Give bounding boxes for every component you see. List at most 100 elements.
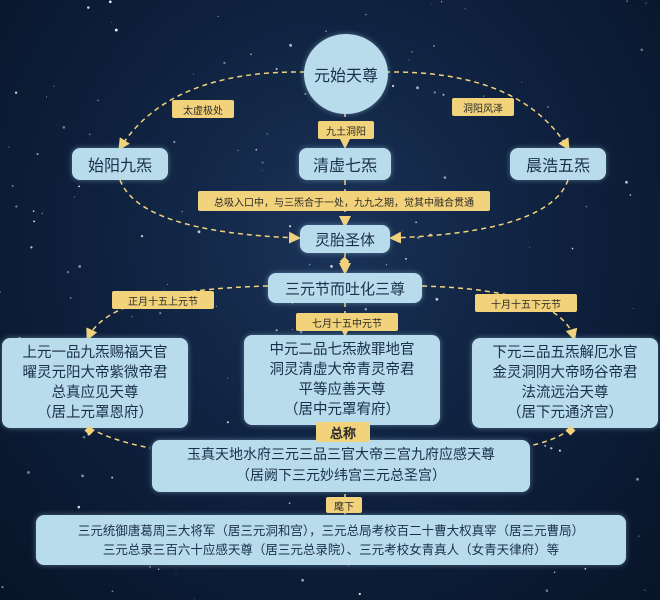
upper-official-line-2: 曜灵元阳大帝紫微帝君 <box>22 365 168 381</box>
label-upper-festival: 正月十五上元节 <box>112 291 214 309</box>
star-dot <box>197 230 201 234</box>
star-dot <box>433 91 436 94</box>
star-dot <box>69 297 72 299</box>
label-lower-festival: 十月十五下元节 <box>475 294 577 312</box>
middle-official-line-1: 中元二品七炁赦罪地官 <box>269 342 415 358</box>
star-dot <box>545 589 549 592</box>
star-dot <box>110 21 112 23</box>
star-dot <box>632 308 634 310</box>
node-lingtai-shengti: 灵胎圣体 <box>300 225 390 253</box>
star-dot <box>626 0 628 2</box>
star-dot <box>181 210 183 213</box>
star-dot <box>275 329 278 332</box>
star-dot <box>483 95 485 97</box>
node-collective-title: 玉真天地水府三元三品三官大帝三宫九府应感天尊 （居阙下三元妙纬宫三元总圣宫） <box>152 440 530 492</box>
star-dot <box>386 264 388 266</box>
star-dot <box>33 220 36 223</box>
star-dot <box>15 205 18 208</box>
star-dot <box>82 435 86 439</box>
star-dot <box>638 535 640 537</box>
label-dongyang-fengze: 洞阳风泽 <box>452 98 514 116</box>
node-lower-official: 下元三品五炁解厄水官 金灵洞阴大帝旸谷帝君 法流远治天尊 （居下元通济宫） <box>472 338 658 428</box>
star-dot <box>66 270 70 274</box>
label-taixu-jichu: 太虚极处 <box>172 100 234 118</box>
label-merge: 总吸入口中，与三炁合于一处，九九之期，觉其中融合贯通 <box>198 191 490 211</box>
star-dot <box>158 568 160 570</box>
star-dot <box>149 566 151 568</box>
star-dot <box>292 303 293 305</box>
star-dot <box>163 289 165 291</box>
star-dot <box>640 48 644 52</box>
star-dot <box>14 91 18 94</box>
star-dot <box>11 184 14 187</box>
star-dot <box>255 149 257 151</box>
star-dot <box>111 476 114 479</box>
star-dot <box>261 161 264 164</box>
star-dot <box>266 133 269 135</box>
star-dot <box>108 0 112 4</box>
lower-official-line-3: 法流远治天尊 <box>521 385 609 401</box>
star-dot <box>78 185 80 188</box>
star-dot <box>166 284 168 285</box>
star-dot <box>0 291 1 294</box>
middle-official-line-3: 平等应善天尊 <box>298 382 386 398</box>
star-dot <box>122 181 124 183</box>
star-dot <box>645 2 647 4</box>
lower-official-line-2: 金灵洞阴大帝旸谷帝君 <box>492 365 638 381</box>
star-dot <box>405 257 407 260</box>
star-dot <box>629 194 632 196</box>
star-dot <box>237 149 239 152</box>
star-dot <box>175 573 177 575</box>
star-dot <box>77 505 81 509</box>
star-dot <box>87 6 90 9</box>
star-dot <box>32 210 35 212</box>
collective-title-line-1: 玉真天地水府三元三品三官大帝三宫九府应感天尊 <box>187 447 495 463</box>
star-dot <box>571 247 574 250</box>
star-dot <box>348 565 349 567</box>
star-dot <box>289 43 293 47</box>
node-yuanshi-tianzun: 元始天尊 <box>304 34 388 114</box>
middle-official-line-4: （居中元罩宥府） <box>284 402 400 418</box>
connector-officials-collective <box>89 427 151 449</box>
node-subordinates: 三元统御唐葛周三大将军（居三元洞和宫），三元总局考校百二十曹大权真宰（居三元曹局… <box>36 515 626 565</box>
star-dot <box>416 86 419 90</box>
star-dot <box>435 297 439 301</box>
star-dot <box>585 206 587 208</box>
star-dot <box>529 246 531 248</box>
star-dot <box>443 176 447 179</box>
star-dot <box>289 225 292 228</box>
connector-root-left <box>118 71 306 151</box>
star-dot <box>301 578 304 582</box>
star-dot <box>644 589 646 591</box>
star-dot <box>410 50 413 53</box>
star-dot <box>299 330 303 334</box>
star-dot <box>440 1 443 3</box>
node-chenhao-wuqi: 晨浩五炁 <box>510 148 606 180</box>
connector-left-holy <box>119 179 301 244</box>
star-dot <box>227 377 229 379</box>
connector-transform-upper <box>86 285 269 341</box>
star-dot <box>464 8 466 10</box>
star-dot <box>325 30 327 32</box>
label-middle-festival: 七月十五中元节 <box>296 313 398 331</box>
star-dot <box>304 92 307 95</box>
node-upper-official: 上元一品九炁赐福天官 曜灵元阳大帝紫微帝君 总真应见天尊 （居上元罩恩府） <box>2 338 188 428</box>
star-dot <box>226 421 229 424</box>
connector-root-right <box>384 71 570 151</box>
star-dot <box>88 133 91 136</box>
star-dot <box>308 263 311 266</box>
star-dot <box>584 567 587 570</box>
star-dot <box>292 329 293 331</box>
star-dot <box>217 16 219 17</box>
subordinates-line-1: 三元统御唐葛周三大将军（居三元洞和宫），三元总局考校百二十曹大权真宰（居三元曹局… <box>77 523 585 538</box>
star-dot <box>41 212 43 215</box>
star-dot <box>62 126 66 129</box>
lower-official-line-4: （居下元通济宫） <box>507 405 623 421</box>
star-dot <box>73 196 75 198</box>
star-dot <box>131 315 133 318</box>
star-dot <box>8 146 10 148</box>
collective-title-line-2: （居阙下三元妙纬宫三元总圣宫） <box>236 468 446 484</box>
star-dot <box>544 444 547 447</box>
star-dot <box>36 153 39 156</box>
